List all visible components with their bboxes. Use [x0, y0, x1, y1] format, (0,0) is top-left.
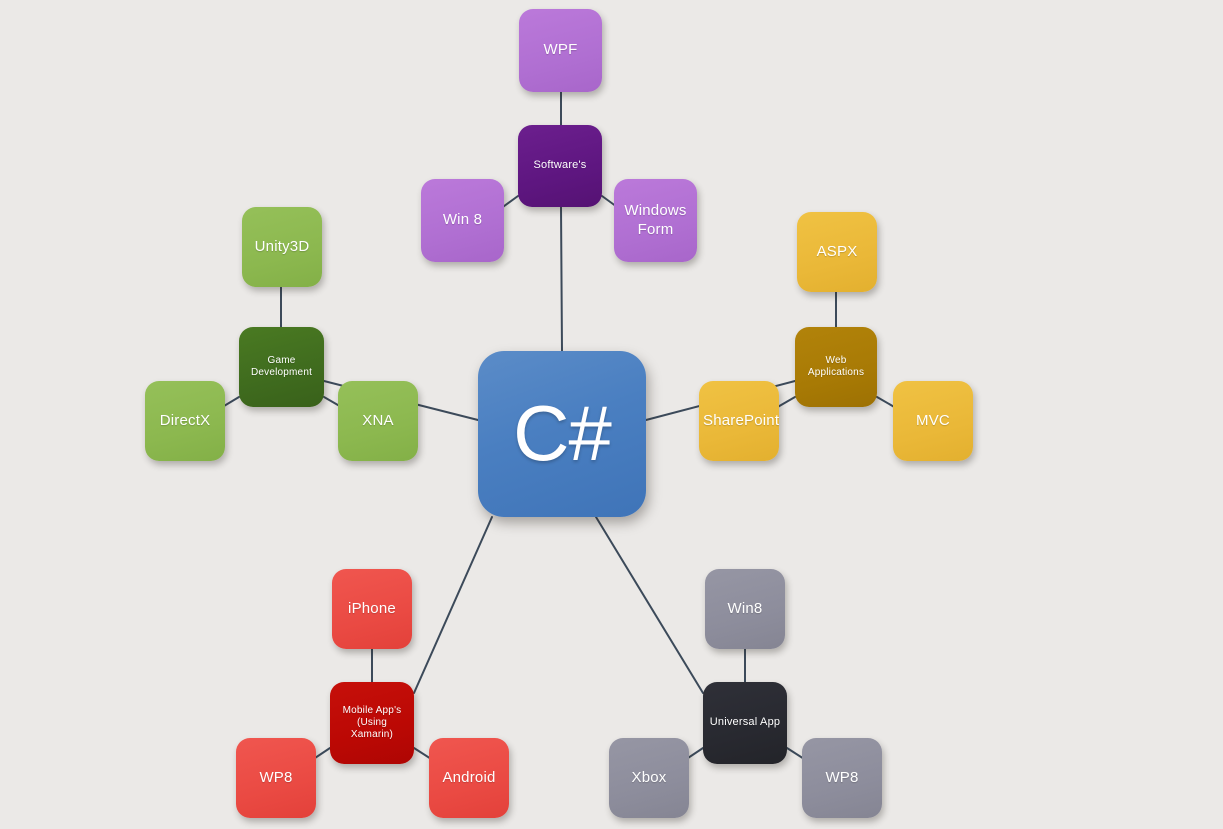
node-xbox-label: Xbox: [631, 768, 667, 786]
node-wp8-uni-label: WP8: [825, 768, 859, 786]
node-win8-uni[interactable]: Win8: [705, 569, 785, 649]
node-center-csharp-label: C#: [513, 389, 612, 478]
node-wp8-mobile-label: WP8: [259, 768, 293, 786]
node-android-label: Android: [442, 768, 496, 786]
node-softwares-label: Software's: [533, 159, 587, 172]
node-wpf-label: WPF: [543, 41, 578, 59]
node-directx[interactable]: DirectX: [145, 381, 225, 461]
node-iphone[interactable]: iPhone: [332, 569, 412, 649]
node-center-csharp[interactable]: C#: [478, 351, 646, 517]
node-webapps[interactable]: Web Applications: [795, 327, 877, 407]
node-wpf[interactable]: WPF: [519, 9, 602, 92]
connector-center-to-softwares: [560, 206, 563, 352]
node-wp8-mobile[interactable]: WP8: [236, 738, 316, 818]
node-gamedev[interactable]: Game Development: [239, 327, 324, 407]
connector-center-to-mobileapps: [413, 516, 493, 694]
node-aspx-label: ASPX: [816, 242, 858, 260]
node-iphone-label: iPhone: [348, 599, 396, 617]
node-webapps-label: Web Applications: [807, 354, 865, 378]
node-universalapp-label: Universal App: [709, 716, 781, 729]
node-sharepoint[interactable]: SharePoint: [699, 381, 779, 461]
node-mvc[interactable]: MVC: [893, 381, 973, 461]
node-win8-uni-label: Win8: [727, 599, 763, 617]
node-universalapp[interactable]: Universal App: [703, 682, 787, 764]
node-windows-form-label: Windows Form: [624, 202, 687, 238]
node-sharepoint-label: SharePoint: [703, 411, 780, 429]
node-unity3d-label: Unity3D: [254, 237, 310, 255]
node-xbox[interactable]: Xbox: [609, 738, 689, 818]
node-directx-label: DirectX: [159, 411, 211, 429]
connector-center-to-universalapp: [595, 516, 704, 694]
node-xna[interactable]: XNA: [338, 381, 418, 461]
node-gamedev-label: Game Development: [250, 354, 313, 378]
node-win8-sw[interactable]: Win 8: [421, 179, 504, 262]
node-wp8-uni[interactable]: WP8: [802, 738, 882, 818]
node-mobileapps-label: Mobile App's (Using Xamarin): [342, 704, 402, 741]
node-mobileapps[interactable]: Mobile App's (Using Xamarin): [330, 682, 414, 764]
node-unity3d[interactable]: Unity3D: [242, 207, 322, 287]
node-softwares[interactable]: Software's: [518, 125, 602, 207]
node-win8-sw-label: Win 8: [442, 211, 483, 229]
node-xna-label: XNA: [362, 411, 394, 429]
node-windows-form[interactable]: Windows Form: [614, 179, 697, 262]
node-mvc-label: MVC: [916, 411, 950, 429]
node-aspx[interactable]: ASPX: [797, 212, 877, 292]
node-android[interactable]: Android: [429, 738, 509, 818]
